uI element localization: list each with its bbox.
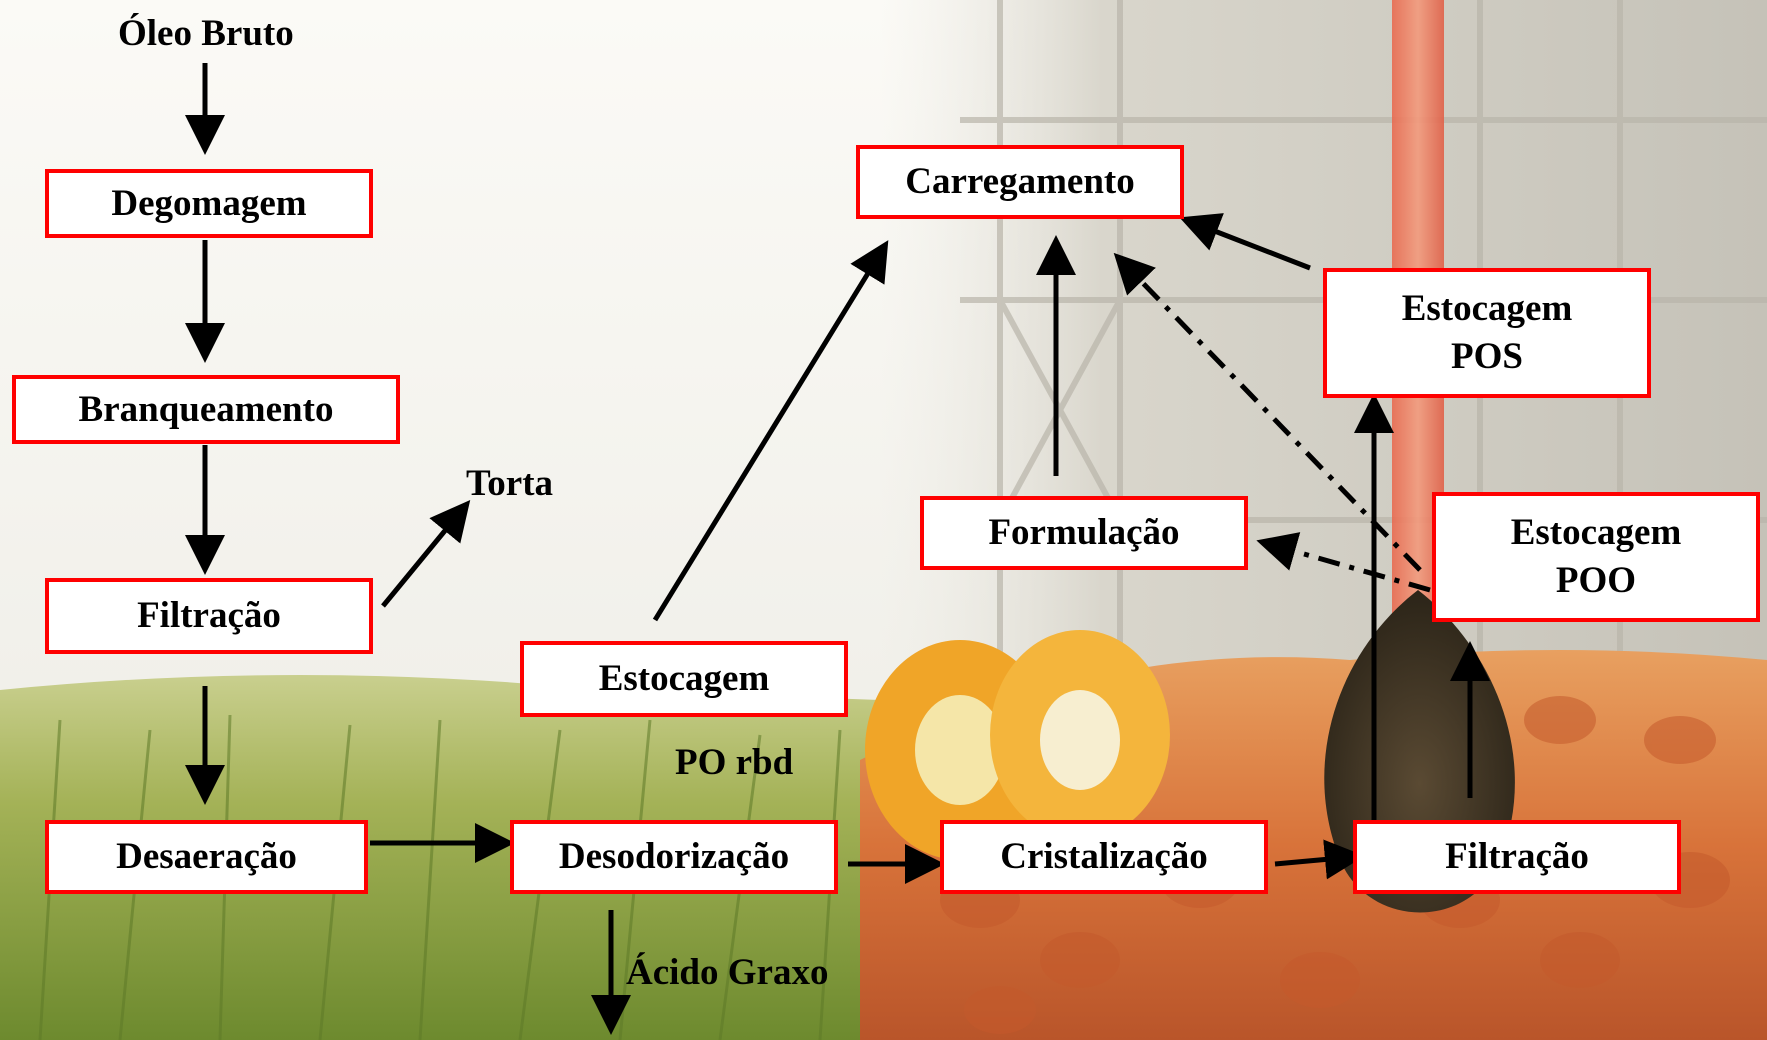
estocagem-box: Estocagem <box>520 641 848 717</box>
estocagem-pos-label-line2: POS <box>1451 336 1523 377</box>
po-rbd-label: PO rbd <box>675 742 794 783</box>
cristalizacao-box: Cristalização <box>940 820 1268 894</box>
arrow-cristalizacao-to-filtracao <box>1274 839 1365 880</box>
carregamento-label: Carregamento <box>905 161 1135 202</box>
degomagem-box: Degomagem <box>45 169 373 238</box>
estocagem-label: Estocagem <box>598 658 770 699</box>
filtracao-label-1: Filtração <box>137 595 281 636</box>
desodorizacao-label: Desodorização <box>558 836 790 877</box>
formulacao-box: Formulação <box>920 496 1248 570</box>
desodorizacao-box: Desodorização <box>510 820 838 894</box>
dashdot-poo-to-carregamento <box>1113 252 1422 572</box>
desaeracao-box: Desaeração <box>45 820 368 894</box>
oleo-bruto-label: Óleo Bruto <box>118 13 294 54</box>
cristalizacao-label: Cristalização <box>1000 836 1208 877</box>
filtracao-box-1: Filtração <box>45 578 373 654</box>
formulacao-label: Formulação <box>988 512 1180 553</box>
carregamento-box: Carregamento <box>856 145 1184 219</box>
filtracao-label-2: Filtração <box>1445 836 1589 877</box>
estocagem-poo-box: Estocagem POO <box>1432 492 1760 622</box>
desaeracao-label: Desaeração <box>116 836 297 877</box>
degomagem-label: Degomagem <box>111 182 307 224</box>
estocagem-poo-label-line2: POO <box>1555 560 1637 601</box>
estocagem-pos-label-line1: Estocagem <box>1401 288 1573 329</box>
filtracao-box-2: Filtração <box>1353 820 1681 894</box>
arrow-estocagem-to-carregamento <box>652 240 889 622</box>
torta-label: Torta <box>466 463 554 504</box>
arrow-filtracao-to-torta <box>381 499 471 608</box>
branqueamento-box: Branqueamento <box>12 375 400 444</box>
estocagem-poo-label-line1: Estocagem <box>1510 512 1682 553</box>
acido-graxo-label: Ácido Graxo <box>626 952 829 993</box>
arrow-estocagem-pos-to-carregamento <box>1179 213 1311 271</box>
branqueamento-label: Branqueamento <box>78 388 334 430</box>
estocagem-pos-box: Estocagem POS <box>1323 268 1651 398</box>
